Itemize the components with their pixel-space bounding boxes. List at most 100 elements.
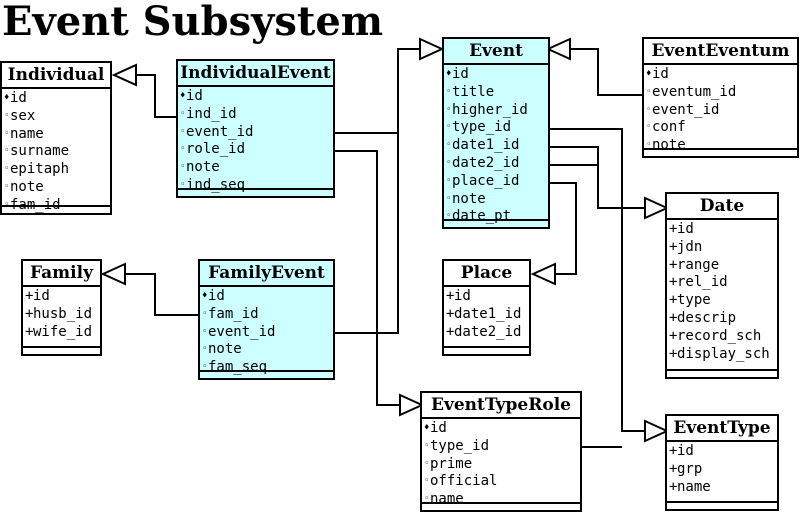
- foreign-field-icon: ◦: [180, 108, 186, 119]
- field-name: event_id: [186, 123, 254, 140]
- field-list: ♦id◦type_id◦prime◦official◦name: [422, 419, 580, 510]
- field-name: eventum_id: [652, 83, 737, 100]
- field-name: title: [452, 83, 495, 100]
- foreign-field-icon: ◦: [4, 164, 10, 175]
- foreign-field-icon: ◦: [446, 104, 452, 115]
- field-list: +id+jdn+range+rel_id+type+descrip+record…: [667, 220, 777, 364]
- table-header: EventType: [667, 416, 777, 442]
- table-footer: [444, 219, 548, 227]
- foreign-field-icon: ◦: [446, 175, 452, 186]
- link-individualevent-individual: [136, 74, 178, 118]
- table-footer: [444, 346, 529, 354]
- table-event-eventum: EventEventum♦id◦eventum_id◦event_id◦conf…: [642, 37, 799, 158]
- field-list: ♦id◦ind_id◦event_id◦role_id◦note◦ind_seq: [178, 87, 333, 196]
- primary-key-icon: ♦: [424, 423, 430, 433]
- foreign-field-icon: ◦: [4, 110, 10, 121]
- public-field-icon: +: [669, 292, 678, 309]
- foreign-field-icon: ◦: [446, 193, 452, 204]
- field-row: ◦role_id: [180, 141, 333, 159]
- diagram-title: Event Subsystem: [2, 0, 384, 45]
- field-name: date1_id: [454, 305, 522, 322]
- field-name: type_id: [452, 119, 512, 136]
- table-family: Family+id+husb_id+wife_id: [21, 259, 102, 356]
- table-footer: [422, 502, 580, 510]
- foreign-field-icon: ◦: [4, 199, 10, 210]
- table-header: Event: [444, 39, 548, 65]
- field-row: +rel_id: [669, 274, 777, 292]
- foreign-field-icon: ◦: [646, 140, 652, 151]
- foreign-field-icon: ◦: [424, 440, 430, 451]
- public-field-icon: +: [25, 305, 34, 322]
- field-list: +id+date1_id+date2_id: [444, 287, 529, 342]
- field-name: higher_id: [452, 101, 528, 118]
- public-field-icon: +: [669, 327, 678, 344]
- link-eventeventum-event: [570, 48, 642, 96]
- field-row: ♦id: [424, 420, 580, 438]
- link-familyevent-event: [333, 133, 399, 334]
- foreign-field-icon: ◦: [180, 179, 186, 190]
- field-row: +date2_id: [446, 324, 529, 342]
- link-event-date: [548, 146, 645, 209]
- table-header: EventEventum: [644, 39, 797, 65]
- field-row: ◦official: [424, 473, 580, 491]
- field-name: official: [430, 473, 498, 490]
- field-row: ♦id: [180, 88, 333, 106]
- foreign-field-icon: ◦: [4, 146, 10, 157]
- table-place: Place+id+date1_id+date2_id: [442, 259, 531, 356]
- field-name: name: [10, 125, 44, 142]
- field-row: ◦conf: [646, 119, 797, 137]
- field-row: ◦name: [4, 126, 110, 144]
- foreign-field-icon: ◦: [446, 140, 452, 151]
- field-name: surname: [10, 143, 70, 160]
- table-event: Event♦id◦title◦higher_id◦type_id◦date1_i…: [442, 37, 550, 229]
- field-row: +date1_id: [446, 306, 529, 324]
- field-name: record_sch: [677, 327, 762, 344]
- field-row: +descrip: [669, 310, 777, 328]
- table-footer: [667, 369, 777, 377]
- table-header: Date: [667, 194, 777, 220]
- field-row: ◦type_id: [446, 119, 548, 137]
- foreign-field-icon: ◦: [4, 181, 10, 192]
- field-name: event_id: [652, 101, 720, 118]
- primary-key-icon: ♦: [180, 91, 186, 101]
- public-field-icon: +: [669, 460, 678, 477]
- primary-key-icon: ♦: [446, 69, 452, 79]
- field-name: id: [186, 88, 203, 104]
- foreign-field-icon: ◦: [202, 326, 208, 337]
- table-header: Family: [23, 261, 100, 287]
- field-row: ◦surname: [4, 143, 110, 161]
- foreign-field-icon: ◦: [424, 476, 430, 487]
- field-name: id: [430, 420, 447, 436]
- table-footer: [667, 501, 777, 509]
- field-row: ◦eventum_id: [646, 84, 797, 102]
- table-header: IndividualEvent: [178, 61, 333, 87]
- field-name: place_id: [452, 172, 520, 189]
- table-header: EventTypeRole: [422, 393, 580, 419]
- field-row: +id: [669, 443, 777, 461]
- table-header: Place: [444, 261, 529, 287]
- table-header: Individual: [2, 63, 110, 89]
- foreign-field-icon: ◦: [646, 104, 652, 115]
- field-name: descrip: [677, 309, 737, 326]
- field-row: ◦event_id: [646, 102, 797, 120]
- public-field-icon: +: [669, 274, 678, 291]
- field-name: note: [208, 341, 242, 358]
- field-name: date2_id: [454, 323, 522, 340]
- table-date: Date+id+jdn+range+rel_id+type+descrip+re…: [665, 192, 779, 379]
- field-name: ind_id: [186, 105, 237, 122]
- field-list: +id+grp+name: [667, 442, 777, 497]
- field-row: ◦title: [446, 84, 548, 102]
- field-name: wife_id: [33, 323, 93, 340]
- field-list: ♦id◦title◦higher_id◦type_id◦date1_id◦dat…: [444, 65, 548, 227]
- field-name: id: [452, 66, 469, 82]
- field-name: event_id: [208, 323, 276, 340]
- field-name: type: [677, 292, 711, 309]
- field-name: epitaph: [10, 161, 70, 178]
- foreign-field-icon: ◦: [424, 458, 430, 469]
- table-footer: [23, 346, 100, 354]
- field-name: display_sch: [677, 345, 770, 362]
- field-row: ♦id: [446, 66, 548, 84]
- field-row: ◦date2_id: [446, 155, 548, 173]
- table-footer: [2, 205, 110, 213]
